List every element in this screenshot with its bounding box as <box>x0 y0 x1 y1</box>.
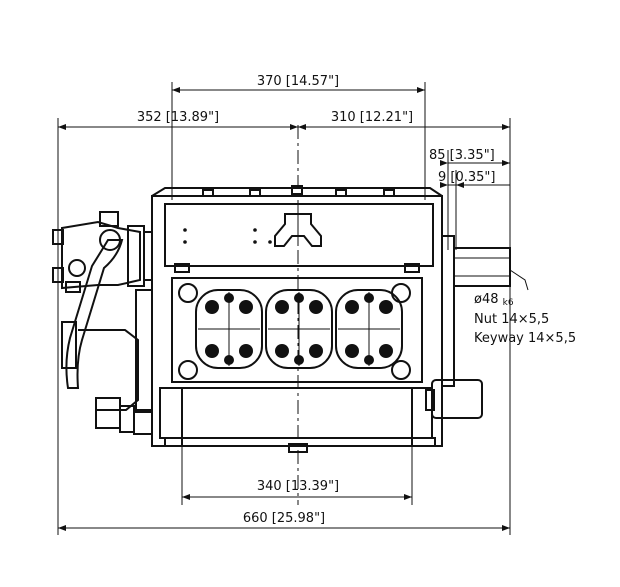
dim-340-label: 340 [13.39"] <box>257 479 339 494</box>
keyway-spec: Keyway 14×5,5 <box>474 331 576 346</box>
dim-352-label: 352 [13.89"] <box>137 110 219 125</box>
dim-340: 340 [13.39"] <box>181 446 413 505</box>
dim-370: 370 [14.57"] <box>171 74 426 200</box>
dim-85-9: 85 [3.35"] 9 [0.35"] <box>429 148 510 250</box>
shaft-diameter: ø48 <box>474 292 499 307</box>
valve-head-3 <box>335 289 403 369</box>
valve-head-2 <box>265 289 333 369</box>
dim-660: 660 [25.98"] <box>58 511 510 531</box>
manifold <box>171 277 423 383</box>
left-valve-assembly <box>52 211 153 435</box>
dim-310-label: 310 [12.21"] <box>331 110 413 125</box>
dim-9-label: 9 [0.35"] <box>438 170 495 185</box>
shaft-tolerance: k6 <box>503 298 514 308</box>
svg-text:ø48 k6: ø48 k6 <box>474 292 514 308</box>
dim-660-label: 660 [25.98"] <box>243 511 325 526</box>
valve-head-1 <box>195 289 263 369</box>
shaft-spec: ø48 k6 Nut 14×5,5 Keyway 14×5,5 <box>474 292 576 346</box>
dim-352-310: 352 [13.89"] 310 [12.21"] <box>57 110 511 535</box>
dim-85-label: 85 [3.35"] <box>429 148 495 163</box>
shaft-assembly <box>425 235 529 419</box>
nut-spec: Nut 14×5,5 <box>474 312 549 327</box>
dim-370-label: 370 [14.57"] <box>257 74 339 89</box>
